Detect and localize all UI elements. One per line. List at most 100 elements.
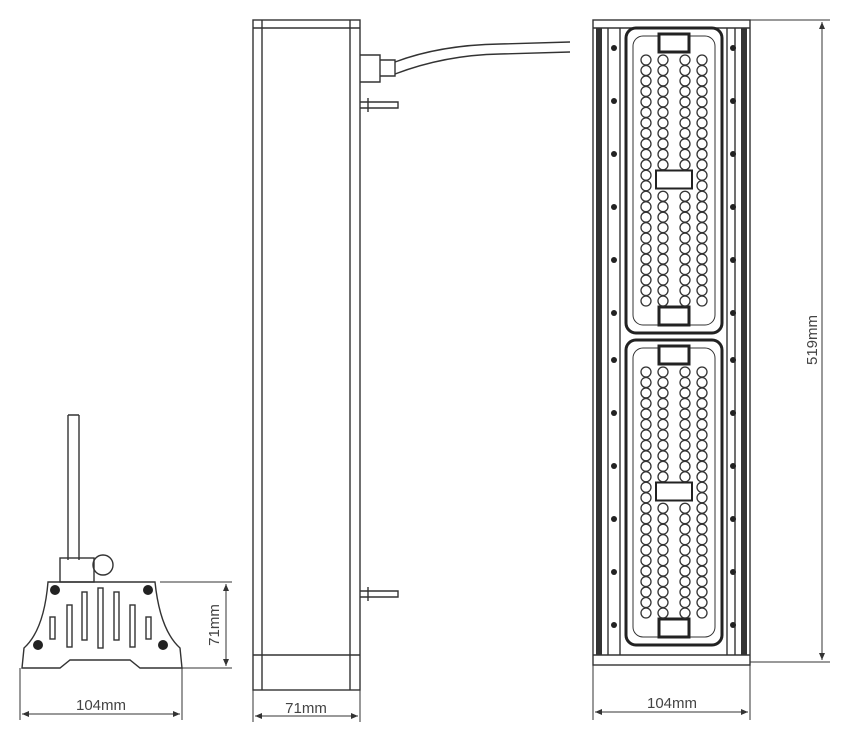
led: [696, 534, 708, 546]
led: [696, 295, 708, 307]
led: [657, 201, 669, 213]
led: [640, 429, 652, 441]
led: [657, 607, 669, 619]
led: [696, 607, 708, 619]
led: [679, 471, 691, 483]
led: [657, 295, 669, 307]
led: [640, 492, 652, 504]
led: [640, 295, 652, 307]
connector: [657, 32, 691, 54]
led: [696, 471, 708, 483]
led: [696, 106, 708, 119]
led: [657, 513, 669, 525]
led: [696, 190, 708, 202]
led: [657, 397, 669, 410]
housing-profile: [21, 581, 183, 669]
led: [640, 481, 652, 493]
led: [657, 148, 669, 160]
led: [696, 387, 708, 399]
end-width-label: 104mm: [76, 697, 126, 714]
led: [657, 554, 669, 567]
led: [696, 596, 708, 609]
led: [640, 85, 652, 98]
led: [640, 274, 652, 286]
led: [679, 201, 691, 213]
led: [679, 397, 691, 410]
led: [640, 284, 652, 297]
led: [640, 450, 652, 462]
led: [640, 575, 652, 588]
led: [696, 492, 708, 504]
led: [696, 565, 708, 577]
front-length-label: 519mm: [804, 315, 821, 365]
led: [640, 513, 652, 525]
led: [696, 64, 708, 77]
led: [696, 284, 708, 297]
led: [657, 523, 669, 535]
led: [640, 460, 652, 472]
led: [696, 554, 708, 567]
cable-gland: [59, 557, 95, 583]
led: [679, 544, 691, 556]
led: [657, 274, 669, 286]
led: [640, 190, 652, 202]
led: [696, 439, 708, 451]
connector: [657, 617, 691, 639]
led: [696, 429, 708, 441]
led: [640, 117, 652, 129]
led: [657, 429, 669, 441]
led: [640, 169, 652, 181]
led: [657, 117, 669, 129]
led: [657, 159, 669, 171]
led: [696, 502, 708, 514]
led: [696, 85, 708, 98]
led: [696, 222, 708, 234]
front-housing: [592, 19, 751, 666]
led: [657, 284, 669, 297]
mounting-bracket-top: [360, 98, 399, 112]
led: [657, 242, 669, 255]
led: [657, 75, 669, 87]
led: [679, 96, 691, 108]
led: [679, 295, 691, 307]
led: [640, 554, 652, 567]
led: [696, 481, 708, 493]
led: [640, 96, 652, 108]
led: [640, 211, 652, 223]
led: [696, 159, 708, 171]
led: [679, 565, 691, 577]
led: [657, 127, 669, 139]
led: [640, 232, 652, 244]
connector: [657, 344, 691, 366]
led: [657, 586, 669, 598]
led: [640, 180, 652, 192]
led: [696, 586, 708, 598]
led: [679, 575, 691, 588]
led: [640, 534, 652, 546]
led: [657, 222, 669, 234]
led: [657, 366, 669, 378]
led: [657, 96, 669, 108]
led: [679, 75, 691, 87]
led: [679, 284, 691, 297]
front-width-label: 104mm: [647, 695, 697, 712]
led: [679, 607, 691, 619]
led: [640, 127, 652, 139]
led: [696, 127, 708, 139]
led: [657, 387, 669, 399]
led: [679, 586, 691, 598]
led: [657, 439, 669, 451]
led: [679, 138, 691, 150]
led: [696, 263, 708, 276]
led: [640, 376, 652, 389]
led: [657, 408, 669, 420]
led: [679, 450, 691, 462]
led: [696, 450, 708, 462]
connector: [657, 305, 691, 327]
led: [657, 376, 669, 389]
led: [679, 418, 691, 431]
led: [696, 138, 708, 150]
led: [679, 85, 691, 98]
led: [657, 418, 669, 431]
led: [640, 201, 652, 213]
